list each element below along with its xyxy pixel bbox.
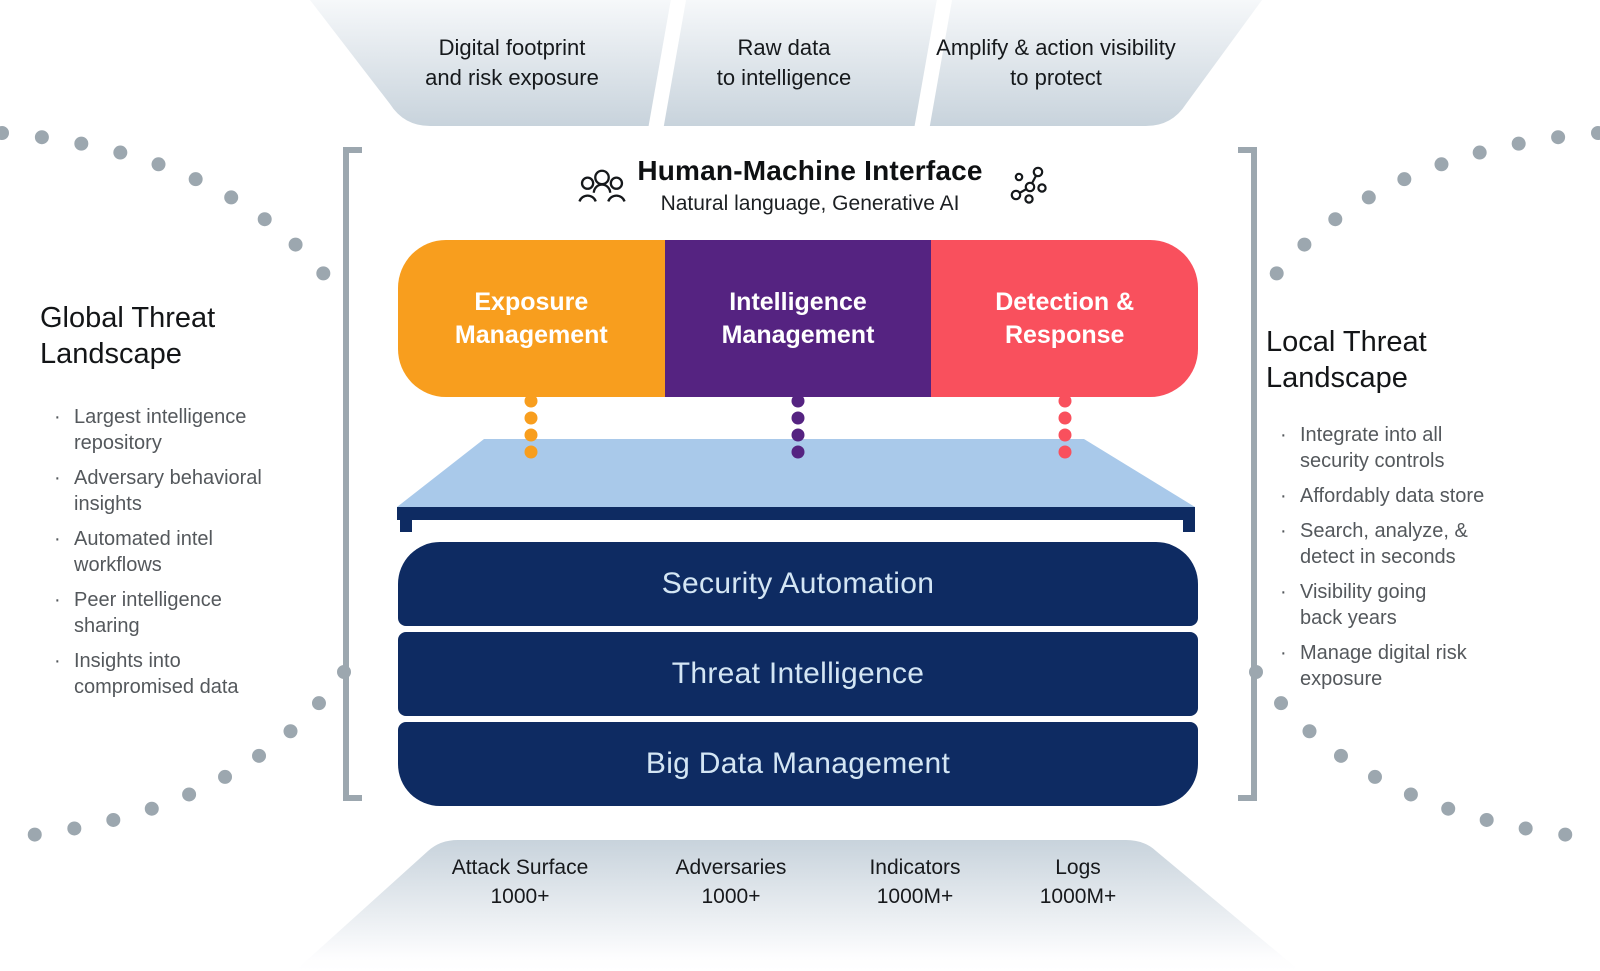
- stack-layer-threat-intelligence: Threat Intelligence: [398, 632, 1198, 716]
- bullet-marker: ·: [54, 406, 61, 428]
- local-threat-panel: Local Threat Landscape · Integrate into …: [1266, 324, 1526, 701]
- dotted-arc-top-right: [1249, 126, 1600, 307]
- stack-layer-big-data-management: Big Data Management: [398, 722, 1198, 806]
- panel-title-line: Landscape: [40, 338, 182, 370]
- funnel-label-line: and risk exposure: [425, 65, 599, 90]
- modules-row: Exposure Management Intelligence Managem…: [398, 240, 1199, 397]
- stat-attack-surface: Attack Surface 1000+: [452, 855, 589, 910]
- stat-label: Logs: [1055, 856, 1101, 879]
- bullet-marker: ·: [54, 528, 61, 550]
- funnel-label-line: to protect: [1010, 65, 1102, 90]
- module-label-line: Exposure: [474, 287, 589, 316]
- funnel-label-line: to intelligence: [716, 65, 852, 90]
- module-label-line: Detection &: [995, 287, 1135, 316]
- bullet-marker: ·: [1280, 485, 1287, 507]
- stat-adversaries: Adversaries 1000+: [676, 855, 787, 910]
- top-funnel-shape: [310, 0, 1262, 126]
- funnel-gap-1: [645, 0, 689, 144]
- stat-logs: Logs 1000M+: [1040, 855, 1116, 910]
- hmi-subtitle: Natural language, Generative AI: [660, 192, 960, 215]
- dotted-arc-top-left: [0, 126, 351, 307]
- global-threat-panel: Global Threat Landscape · Largest intell…: [40, 300, 300, 709]
- people-group-icon: [578, 169, 626, 202]
- bullet-marker: ·: [1280, 642, 1287, 664]
- platform-surface: [397, 439, 1195, 507]
- funnel-label-amplify: Amplify & action visibility to protect: [936, 33, 1176, 93]
- stat-value: 1000M+: [876, 885, 954, 908]
- stack-layer-label: Big Data Management: [645, 747, 951, 780]
- stat-label: Indicators: [869, 856, 961, 879]
- funnel-label-line: Amplify & action visibility: [936, 35, 1176, 60]
- module-detection-response: Detection & Response: [931, 240, 1199, 397]
- panel-title-line: Local Threat: [1266, 326, 1427, 358]
- bullet-marker: ·: [1280, 424, 1287, 446]
- stat-indicators: Indicators 1000M+: [869, 855, 960, 910]
- hmi-title: Human-Machine Interface: [637, 155, 983, 186]
- bullet-marker: ·: [1280, 581, 1287, 603]
- module-label-line: Intelligence: [729, 287, 867, 316]
- bullet-text: Search, analyze, &detect in seconds: [1300, 520, 1468, 568]
- stat-label: Adversaries: [675, 856, 787, 879]
- bullet-text: Affordably data store: [1300, 485, 1485, 507]
- panel-title-line: Landscape: [1266, 362, 1408, 394]
- stack-layer-security-automation: Security Automation: [398, 542, 1198, 626]
- platform-foot-left: [400, 520, 412, 532]
- funnel-label-digital-footprint: Digital footprint and risk exposure: [425, 33, 599, 93]
- module-intelligence-management: Intelligence Management: [664, 240, 932, 397]
- platform-edge-bar: [397, 507, 1195, 520]
- bottom-data-shape: [295, 840, 1300, 971]
- stat-value: 1000+: [701, 885, 761, 908]
- panel-title-line: Global Threat: [40, 302, 216, 334]
- funnel-gap-2: [911, 0, 955, 144]
- network-nodes-icon: [1010, 166, 1047, 204]
- bullet-item: · Affordably data store: [1280, 483, 1526, 509]
- module-label-line: Response: [1004, 320, 1125, 349]
- bullet-item: · Search, analyze, &detect in seconds: [1280, 518, 1526, 570]
- funnel-label-line: Digital footprint: [438, 35, 586, 60]
- stack-layer-label: Threat Intelligence: [671, 657, 925, 690]
- right-bracket: [1238, 147, 1257, 801]
- bullet-marker: ·: [1280, 520, 1287, 542]
- funnel-label-line: Raw data: [737, 35, 831, 60]
- module-label-line: Management: [721, 320, 875, 349]
- local-threat-title: Local Threat Landscape: [1266, 324, 1526, 396]
- platform-foot-right: [1183, 520, 1195, 532]
- left-bracket: [343, 147, 362, 801]
- stat-label: Attack Surface: [451, 856, 589, 879]
- module-exposure-management: Exposure Management: [398, 240, 665, 397]
- bullet-marker: ·: [54, 467, 61, 489]
- global-threat-title: Global Threat Landscape: [40, 300, 300, 372]
- stack-layer-label: Security Automation: [661, 567, 935, 600]
- stat-value: 1000+: [490, 885, 550, 908]
- stat-value: 1000M+: [1039, 885, 1117, 908]
- bullet-marker: ·: [54, 589, 61, 611]
- bullet-marker: ·: [54, 650, 61, 672]
- module-label-line: Management: [454, 320, 608, 349]
- funnel-label-raw-data: Raw data to intelligence: [717, 33, 852, 93]
- hmi-header: Human-Machine Interface Natural language…: [410, 155, 1210, 216]
